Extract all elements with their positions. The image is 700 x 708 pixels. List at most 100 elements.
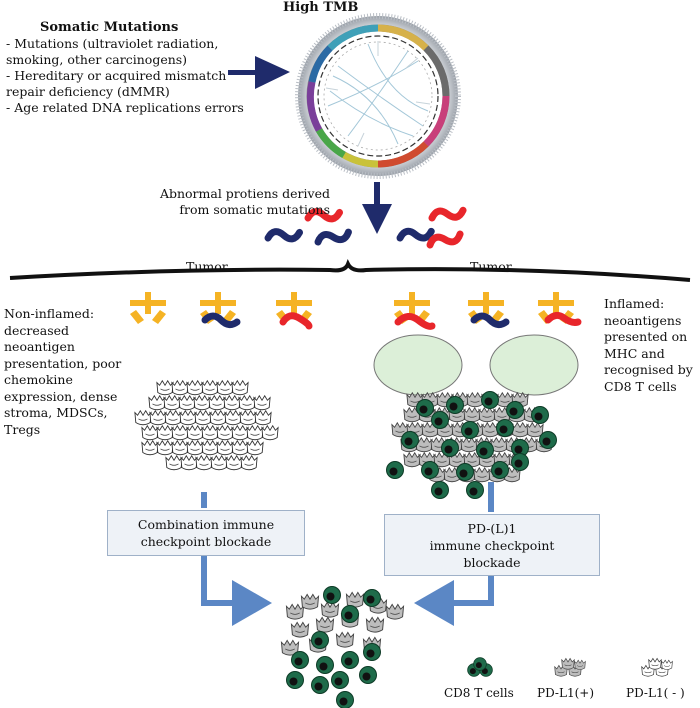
tumor-cell-pdl1-pos [466, 392, 484, 408]
cd8-t-cell [341, 605, 359, 623]
pdl1-arrow [414, 482, 494, 626]
protein-arrow [362, 182, 392, 234]
tumor-cell-pdl1-neg [238, 395, 256, 411]
legend-pdl1-pos-label: PD-L1(+) [537, 686, 594, 700]
legend-cd8-icon [467, 657, 493, 677]
combination-blockade-box: Combination immune checkpoint blockade [107, 510, 305, 556]
tumor-cell-pdl1-pos [403, 452, 421, 468]
cd8-t-cell [359, 666, 377, 684]
pdl1-box-line: blockade [463, 554, 521, 570]
tumor-cell-pdl1-pos [365, 616, 385, 633]
somatic-line: smoking, other carcinogens) [6, 52, 188, 67]
cd8-t-cell [476, 441, 494, 459]
tumor-cell-pdl1-neg [134, 410, 152, 426]
cd8-t-cell [441, 439, 459, 457]
tumor-cell-pdl1-neg [194, 410, 212, 426]
mutation-arrow [228, 56, 290, 89]
tumor-cell-pdl1-pos [511, 422, 529, 438]
tumor-cell-pdl1-neg [246, 425, 264, 441]
tumor-cell-pdl1-neg [209, 410, 227, 426]
somatic-line: - Hereditary or acquired mismatch [6, 68, 227, 83]
tumor-cell-pdl1-neg [141, 425, 159, 441]
tumor-cell-pdl1-neg [239, 410, 257, 426]
tumor-cell-pdl1-neg [224, 410, 242, 426]
combination-box-line: checkpoint blockade [140, 534, 272, 549]
pdl1-box-line: PD-(L)1 [467, 520, 517, 536]
tumor-cell-pdl1-neg [186, 425, 204, 441]
somatic-heading: Somatic Mutations [40, 20, 179, 35]
cd8-t-cell [341, 651, 359, 669]
inflamed-line: recognised by [604, 362, 693, 377]
tumor-cell-pdl1-neg [210, 455, 228, 471]
legend-cd8-label: CD8 T cells [444, 686, 514, 700]
tumor-cell-pdl1-neg [246, 440, 264, 456]
abnormal-line: Abnormal protiens derived [159, 186, 330, 201]
cd8-t-cell [481, 391, 499, 409]
non-inflamed-line: decreased [4, 322, 70, 338]
tumor-cell-pdl1-neg [149, 410, 167, 426]
tumor-cell-pdl1-pos [335, 631, 355, 648]
cd8-t-cell [291, 651, 309, 669]
tumor-cell-pdl1-neg [164, 410, 182, 426]
tumor-cell-pdl1-pos [385, 603, 405, 620]
tumor-cell-pdl1-neg [208, 395, 226, 411]
pdl1-box-line: immune checkpoint [429, 537, 555, 553]
mhc-receptors-left [130, 292, 313, 330]
cd8-t-cell [311, 631, 329, 649]
tumor-cell-pdl1-pos [478, 407, 496, 423]
cd8-t-cell [431, 481, 449, 499]
legend-pdl1-neg-icon [641, 658, 673, 677]
tumor-cell-pdl1-neg [165, 455, 183, 471]
non-inflamed-line: chemokine [4, 372, 73, 387]
tumor-cell-pdl1-neg [216, 380, 234, 396]
cd8-t-cell [461, 421, 479, 439]
somatic-line: repair deficiency (dMMR) [6, 84, 170, 99]
inflamed-tumor-cluster [386, 391, 557, 499]
tumor-cell-pdl1-neg [178, 395, 196, 411]
tumor-cell-pdl1-neg [201, 425, 219, 441]
cd8-t-cell [511, 453, 529, 471]
non-inflamed-description: Non-inflamed: decreased neoantigen prese… [4, 306, 134, 438]
tumor-cell-pdl1-neg [216, 440, 234, 456]
tumor-cell-pdl1-neg [156, 425, 174, 441]
tumor-cell-pdl1-neg [163, 395, 181, 411]
inflamed-line: Inflamed: [604, 296, 665, 311]
cd8-t-cell [496, 419, 514, 437]
legend-pdl1-neg-label: PD-L1( - ) [626, 686, 685, 700]
tumor-cell-pdl1-pos [473, 467, 491, 483]
tumor-membrane [9, 259, 691, 282]
tumor-label-left: Tumor [186, 259, 228, 274]
cd8-t-cell [401, 431, 419, 449]
cd8-t-cell [386, 461, 404, 479]
tumor-cell-pdl1-neg [195, 455, 213, 471]
tumor-cell-pdl1-neg [201, 440, 219, 456]
combination-arrow [201, 492, 272, 626]
tumor-cell-pdl1-neg [156, 440, 174, 456]
tumor-cell-pdl1-neg [231, 440, 249, 456]
diagram-title: High TMB [283, 0, 359, 15]
cd8-t-cell [286, 671, 304, 689]
tumor-cell-pdl1-neg [201, 380, 219, 396]
cd8-t-cell [446, 396, 464, 414]
legend-pdl1-pos-icon [554, 658, 586, 677]
cd8-t-cell [466, 481, 484, 499]
tumor-cell-pdl1-pos [460, 437, 478, 453]
tumor-cell-pdl1-neg [193, 395, 211, 411]
cd8-t-cell [416, 399, 434, 417]
cd8-t-cell [531, 406, 549, 424]
non-inflamed-line: Tregs [4, 421, 41, 437]
cd8-t-cell [331, 671, 349, 689]
inflamed-description: Inflamed: neoantigens presented on MHC a… [604, 296, 700, 395]
non-inflamed-tumor-cluster [134, 380, 279, 471]
abnormal-proteins-label: Abnormal protiens derived from somatic m… [130, 186, 330, 218]
tumor-cell-pdl1-pos [290, 621, 310, 638]
tumor-cell-pdl1-neg [171, 425, 189, 441]
tumor-cell-pdl1-neg [253, 395, 271, 411]
tumor-cell-pdl1-neg [254, 410, 272, 426]
tumor-cell-pdl1-neg [231, 380, 249, 396]
somatic-line: - Age related DNA replications errors [6, 100, 244, 115]
cd8-t-cell [421, 461, 439, 479]
cd8-t-cell [431, 411, 449, 429]
